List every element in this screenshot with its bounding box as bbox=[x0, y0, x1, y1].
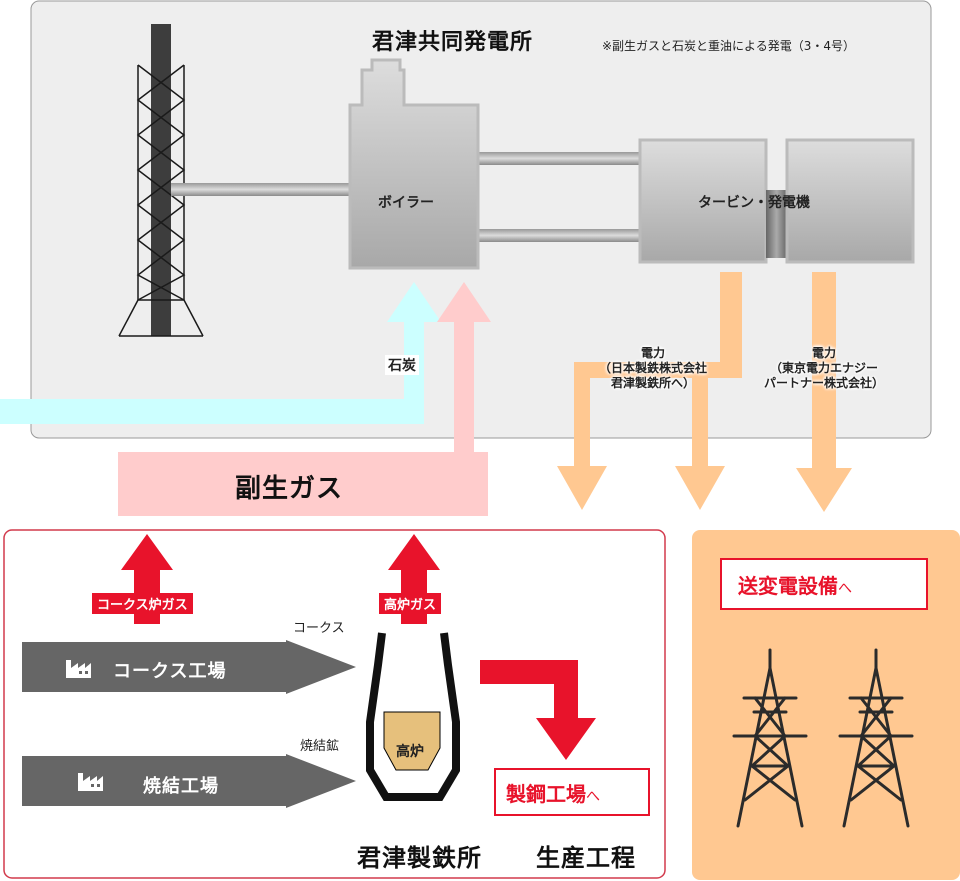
transmission-tower-icon bbox=[838, 648, 914, 828]
byproduct-gas-label: 副生ガス bbox=[235, 474, 344, 504]
power-to-tepco-label: 電力 （東京電力エナジー パートナー株式会社） bbox=[763, 346, 884, 390]
blast-furnace-gas-label: 高炉ガス bbox=[379, 593, 442, 614]
transmission-box: 送変電設備へ bbox=[720, 558, 928, 610]
steelmaking-arrow bbox=[480, 660, 596, 760]
transmission-tower-icon bbox=[732, 648, 808, 828]
steelmaking-suffix: へ bbox=[586, 789, 600, 805]
byproduct-gas-arrow bbox=[118, 282, 491, 516]
sinter-ore-label: 焼結鉱 bbox=[300, 739, 340, 754]
boiler bbox=[348, 58, 480, 270]
steam-pipe-upper bbox=[478, 152, 640, 165]
coal-label: 石炭 bbox=[385, 355, 419, 375]
transmission-label: 送変電設備 bbox=[738, 574, 838, 598]
turbine-label: タービン・発電機 bbox=[698, 195, 810, 211]
coke-plant-arrow bbox=[22, 640, 356, 694]
steelmaking-plant-box: 製鋼工場へ bbox=[494, 768, 650, 816]
blast-furnace bbox=[366, 632, 460, 801]
coke-plant-label: コークス工場 bbox=[113, 661, 227, 682]
power-plant-title: 君津共同発電所 bbox=[372, 30, 534, 55]
smokestack-icon bbox=[118, 24, 204, 337]
factory-icon bbox=[66, 660, 91, 678]
steam-pipe-lower bbox=[478, 229, 640, 242]
steelmaking-plant-label: 製鋼工場 bbox=[506, 782, 586, 806]
coal-flow-arrow bbox=[0, 282, 441, 424]
turbine-coupling bbox=[766, 190, 787, 258]
power-arrow-steelworks bbox=[557, 272, 742, 510]
power-plant-area bbox=[30, 0, 932, 439]
steelworks-name: 君津製鉄所 bbox=[357, 844, 482, 872]
sinter-plant-arrow bbox=[22, 754, 356, 808]
transmission-suffix: へ bbox=[838, 581, 852, 597]
production-process-label: 生産工程 bbox=[536, 844, 636, 872]
boiler-label: ボイラー bbox=[378, 195, 434, 211]
turbine bbox=[638, 138, 768, 264]
power-arrow-tepco bbox=[796, 272, 852, 512]
flue-pipe bbox=[171, 183, 351, 196]
blast-furnace-label: 高炉 bbox=[396, 744, 424, 760]
power-to-steelworks-label: 電力 （日本製鉄株式会社 君津製鉄所へ） bbox=[598, 346, 707, 390]
coke-label: コークス bbox=[293, 621, 345, 636]
power-plant-note: ※副生ガスと石炭と重油による発電（3・4号） bbox=[602, 39, 855, 53]
generator bbox=[785, 138, 915, 264]
factory-icon bbox=[78, 773, 103, 791]
coke-oven-gas-label: コークス炉ガス bbox=[92, 593, 193, 614]
sinter-plant-label: 焼結工場 bbox=[143, 776, 219, 797]
